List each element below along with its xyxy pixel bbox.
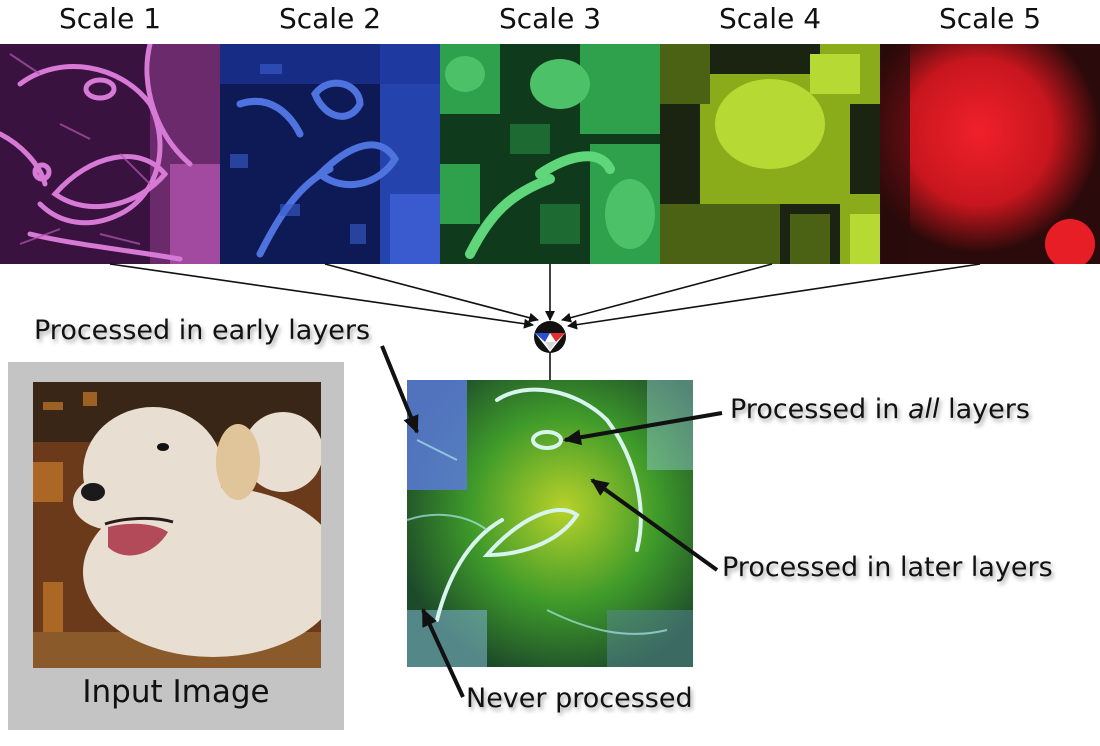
early-layers-label: Processed in early layers	[34, 315, 371, 346]
scale-3-label: Scale 3	[498, 2, 602, 35]
all-layers-arrow	[563, 411, 723, 446]
all-layers-prefix: Processed in	[730, 394, 908, 425]
never-processed-label: Never processed	[466, 683, 693, 714]
early-layers-arrow	[380, 345, 419, 434]
input-image	[33, 382, 321, 668]
scale-2-label: Scale 2	[278, 2, 382, 35]
combiner-icon	[534, 321, 566, 353]
scale-5-map	[880, 44, 1100, 264]
scale-1-map	[0, 44, 220, 264]
all-layers-emphasis: all	[907, 394, 940, 425]
later-layers-label: Processed in later layers	[722, 552, 1053, 583]
input-image-caption: Input Image	[82, 674, 270, 710]
scale-5-arrow	[567, 263, 981, 330]
scale-2-map	[220, 44, 440, 264]
all-layers-label: Processed in all layers	[730, 394, 1030, 425]
scale-3-map	[440, 44, 660, 264]
scale-4-arrow	[561, 263, 773, 323]
scale-4-map	[660, 44, 880, 264]
scale-1-label: Scale 1	[58, 2, 162, 35]
all-layers-suffix: layers	[939, 394, 1030, 425]
scale-2-arrow	[324, 263, 539, 323]
later-layers-arrow	[590, 478, 719, 572]
scale-5-label: Scale 5	[938, 2, 1042, 35]
input-image-panel: Input Image	[8, 362, 344, 730]
scale-4-label: Scale 4	[718, 2, 822, 35]
never-processed-arrow	[421, 608, 465, 698]
scale-1-arrow	[109, 263, 534, 329]
